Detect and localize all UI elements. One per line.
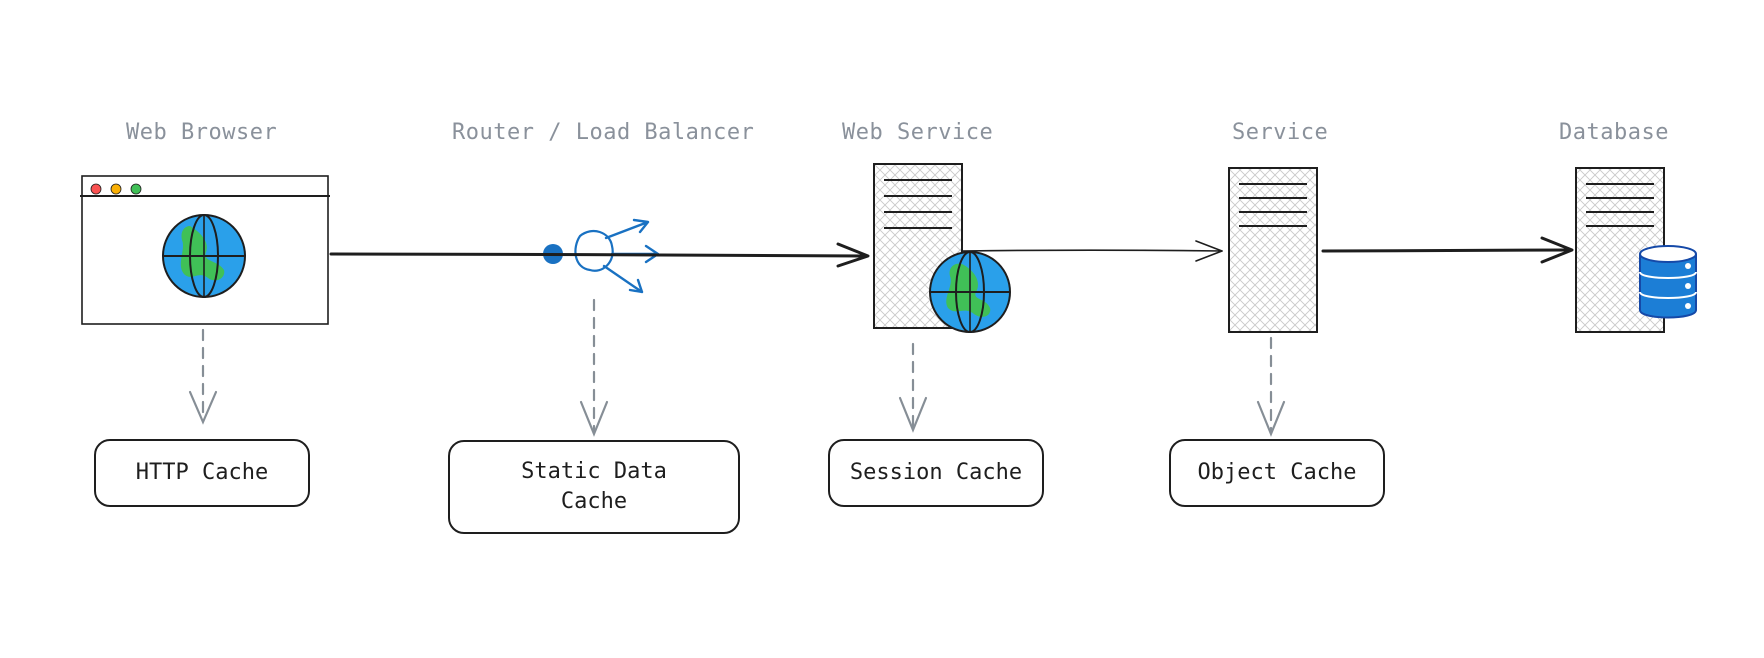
- maximize-dot-icon: [130, 183, 142, 195]
- object-cache-box[interactable]: Object Cache: [1169, 439, 1385, 507]
- label-database: Database: [1559, 120, 1669, 145]
- object-cache-label: Object Cache: [1197, 460, 1357, 485]
- label-web-browser: Web Browser: [126, 120, 278, 145]
- http-cache-label: HTTP Cache: [135, 460, 269, 485]
- web-service-server-icon: [873, 163, 1011, 333]
- arrow-browser-to-webservice: [329, 242, 870, 268]
- label-service: Service: [1232, 120, 1329, 145]
- globe-icon: [929, 251, 1011, 333]
- dashed-arrow-router-to-static-cache: [579, 298, 609, 437]
- dashed-arrow-service-to-object-cache: [1256, 336, 1286, 437]
- service-server-icon: [1228, 167, 1318, 333]
- arrow-webservice-to-service: [961, 240, 1223, 262]
- label-web-service: Web Service: [842, 120, 994, 145]
- database-cylinder-icon: [1639, 245, 1697, 319]
- globe-icon: [162, 214, 246, 298]
- http-cache-box[interactable]: HTTP Cache: [94, 439, 310, 507]
- session-cache-box[interactable]: Session Cache: [828, 439, 1044, 507]
- static-data-cache-box[interactable]: Static Data Cache: [448, 440, 740, 534]
- minimize-dot-icon: [110, 183, 122, 195]
- dashed-arrow-browser-to-http-cache: [188, 328, 218, 425]
- static-data-cache-label: Static Data Cache: [521, 459, 667, 514]
- arrow-service-to-database: [1321, 236, 1574, 264]
- dashed-arrow-webservice-to-session-cache: [898, 342, 928, 433]
- session-cache-label: Session Cache: [849, 460, 1023, 485]
- label-router-load-balancer: Router / Load Balancer: [452, 120, 755, 145]
- database-server-icon: [1575, 167, 1697, 333]
- close-dot-icon: [90, 183, 102, 195]
- router-icon: [543, 218, 660, 294]
- browser-window-icon: [80, 175, 330, 325]
